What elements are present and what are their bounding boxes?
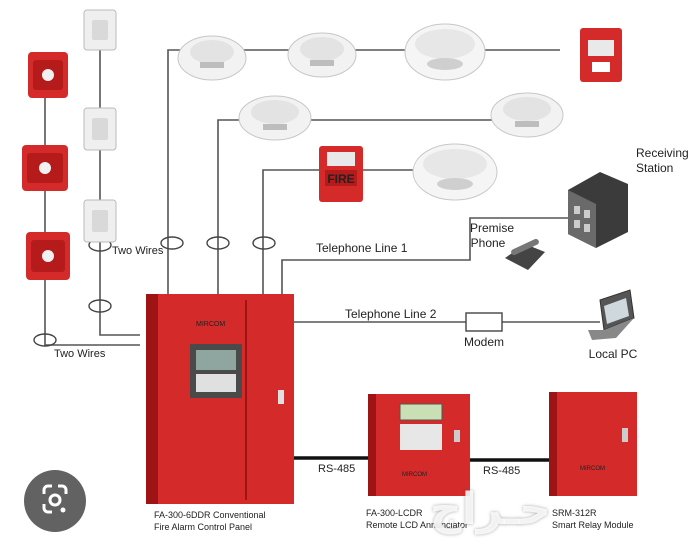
annunciator-desc: Remote LCD Annunciator [366,520,468,530]
rs485-bus [292,456,550,462]
strobe-icon [28,52,68,98]
premise-phone-label: Phone [471,236,506,250]
two-wires-label: Two Wires [54,348,106,360]
telephone-line-2-label: Telephone Line 2 [345,307,437,321]
pull-station-icon [580,28,622,82]
annunciator-brand-label: MIRCOM [402,472,427,478]
two-wires-label: Two Wires [112,245,164,257]
wire-markers [33,236,276,347]
relay-model: SRM-312R [552,508,597,518]
control-panel-desc: Fire Alarm Control Panel [154,522,252,532]
fire-sign-label: FIRE [327,172,354,186]
heat-detector-icon [404,23,486,81]
relay-desc: Smart Relay Module [552,520,634,530]
google-lens-icon[interactable] [24,470,86,532]
annunciator-model: FA-300-LCDR [366,508,423,518]
strobe-icon [26,232,70,280]
telephone-line-1-label: Telephone Line 1 [316,241,408,255]
horn-strobe-icon [83,107,117,151]
local-pc-label: Local PC [589,347,638,361]
receiving-station-icon [568,172,628,248]
heat-detector-icon [412,143,498,201]
modem-icon [465,312,503,332]
fire-pull-station-icon: FIRE [319,146,363,202]
receiving-station-label: Receiving [636,146,689,160]
remote-lcd-annunciator: MIRCOM [368,394,470,496]
telephone-icon [505,238,545,270]
strobe-icon [22,145,68,191]
horn-strobe-icon [83,199,117,243]
horn-strobe-icon [83,9,117,51]
relay-brand-label: MIRCOM [580,466,605,472]
receiving-station-label: Station [636,161,673,175]
smoke-detector-icon [287,32,357,78]
smoke-detector-icon [177,35,247,81]
smoke-detector-icon [238,95,312,141]
panel-brand-label: MIRCOM [196,321,225,328]
smoke-detector-icon [490,92,564,138]
modem-label: Modem [464,335,504,349]
fire-alarm-control-panel: MIRCOM [146,294,294,504]
premise-phone-label: Premise [470,221,514,235]
smart-relay-module: MIRCOM [549,392,637,496]
control-panel-model: FA-300-6DDR Conventional [154,510,266,520]
rs485-label: RS-485 [318,463,355,475]
rs485-label: RS-485 [483,465,520,477]
laptop-icon [588,289,635,340]
